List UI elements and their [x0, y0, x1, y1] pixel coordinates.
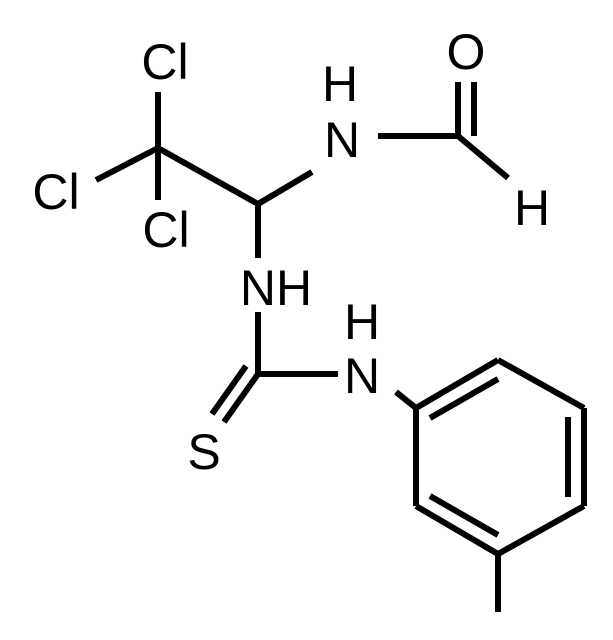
formamide-nitrogen-label: N [324, 112, 360, 168]
bond-thio-c-s-2 [209, 364, 249, 416]
chlorine-label-left: Cl [32, 164, 79, 220]
formamide-group [378, 82, 510, 181]
bond-thio-c-s-1 [221, 372, 261, 424]
bond-ccl3-ch [156, 145, 260, 207]
trichloromethyl-group [94, 92, 161, 200]
thiourea-nitrogen-label-2: N [344, 348, 380, 404]
chlorine-label-mid: Cl [142, 202, 189, 258]
ring-inner-bond-3 [428, 493, 500, 538]
ring-inner-bond-1 [428, 376, 500, 421]
ring-bond-2 [496, 357, 586, 411]
formyl-hydrogen-label: H [514, 180, 550, 236]
ring-bond-1 [414, 357, 500, 411]
bond-formyl-c-h [456, 133, 510, 181]
chlorine-label-top: Cl [141, 34, 188, 90]
ring-bond-5 [414, 503, 500, 557]
thiourea-group [209, 312, 418, 424]
tolyl-ring [413, 357, 587, 612]
thiourea-nh-hydrogen-label-2: H [344, 294, 380, 350]
bond-c-cl-left [94, 145, 160, 183]
thiourea-nh-label-1: NH [240, 260, 312, 316]
sulfur-label: S [187, 424, 220, 480]
ring-bond-4 [496, 503, 586, 557]
bond-ch-nh-formamide [256, 169, 314, 207]
formamide-nh-hydrogen-label: H [322, 56, 358, 112]
bond-nh-ring [394, 389, 418, 411]
oxygen-label: O [447, 24, 486, 80]
